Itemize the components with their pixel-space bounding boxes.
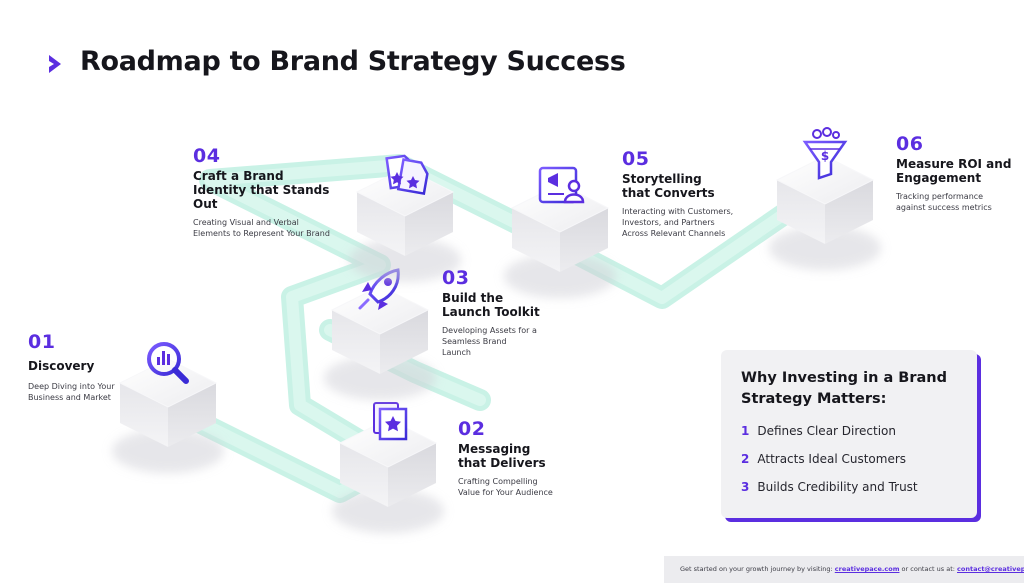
dollar-funnel-icon: $ xyxy=(802,127,848,180)
step-number: 01 xyxy=(28,331,56,353)
magnifier-chart-icon xyxy=(147,342,189,384)
reason-text: Builds Credibility and Trust xyxy=(757,480,918,494)
reason-item: 1 Defines Clear Direction xyxy=(741,424,896,438)
svg-text:$: $ xyxy=(821,149,829,163)
step-description: Developing Assets for a Seamless Brand L… xyxy=(442,326,537,357)
step-description: Tracking performance against success met… xyxy=(896,192,992,212)
website-link[interactable]: creativepace.com xyxy=(834,565,900,573)
step-04: 04 Craft a Brand Identity that Stands Ou… xyxy=(193,145,333,239)
why-card-title: Why Investing in a Brand Strategy Matter… xyxy=(741,370,947,407)
footer-text: Get started on your growth journey by vi… xyxy=(680,565,833,573)
reason-number: 1 xyxy=(741,424,750,438)
email-link[interactable]: contact@creativepace.com xyxy=(957,565,1024,573)
step-03: 03 Build the Launch Toolkit Developing A… xyxy=(442,267,562,358)
step-05: 05 Storytelling that Converts Interactin… xyxy=(622,148,742,239)
step-description: Creating Visual and Verbal Elements to R… xyxy=(193,218,330,238)
why-card: Why Investing in a Brand Strategy Matter… xyxy=(721,350,977,518)
step-number: 04 xyxy=(193,145,221,167)
step-02: 02 Messaging that Delivers Crafting Comp… xyxy=(458,418,568,498)
step-01: 01 Discovery Deep Diving into Your Busin… xyxy=(28,331,138,403)
step-title: Build the Launch Toolkit xyxy=(442,291,540,319)
step-title: Craft a Brand Identity that Stands Out xyxy=(193,169,330,211)
reason-number: 3 xyxy=(741,480,750,494)
step-06: 06 Measure ROI and Engagement Tracking p… xyxy=(896,133,1014,213)
step-number: 06 xyxy=(896,133,924,155)
step-title: Storytelling that Converts xyxy=(622,172,715,200)
step-number: 03 xyxy=(442,267,470,289)
step-title: Discovery xyxy=(28,359,95,373)
reason-number: 2 xyxy=(741,452,750,466)
step-block-06: $ xyxy=(769,127,881,270)
megaphone-person-icon xyxy=(538,166,585,204)
footer-text: or contact us at: xyxy=(901,565,955,573)
reason-item: 3 Builds Credibility and Trust xyxy=(741,480,918,494)
step-block-02 xyxy=(332,402,444,533)
step-block-03 xyxy=(324,268,436,400)
step-description: Deep Diving into Your Business and Marke… xyxy=(28,382,115,402)
star-document-icon xyxy=(373,402,408,441)
reason-text: Attracts Ideal Customers xyxy=(757,452,907,466)
step-block-04 xyxy=(349,154,461,282)
star-tags-icon xyxy=(385,154,429,196)
footer-bar: Get started on your growth journey by vi… xyxy=(664,556,1024,583)
step-title: Measure ROI and Engagement xyxy=(896,157,1012,185)
page-title: Roadmap to Brand Strategy Success xyxy=(80,46,626,77)
step-number: 02 xyxy=(458,418,486,440)
chevron-right-icon xyxy=(49,55,61,73)
reason-text: Defines Clear Direction xyxy=(757,424,897,438)
step-block-01 xyxy=(112,342,224,473)
step-description: Interacting with Customers, Investors, a… xyxy=(622,207,734,238)
step-description: Crafting Compelling Value for Your Audie… xyxy=(458,477,553,497)
step-title: Messaging that Delivers xyxy=(458,442,546,470)
step-block-05 xyxy=(504,166,616,298)
step-number: 05 xyxy=(622,148,650,170)
reason-item: 2 Attracts Ideal Customers xyxy=(741,452,906,466)
